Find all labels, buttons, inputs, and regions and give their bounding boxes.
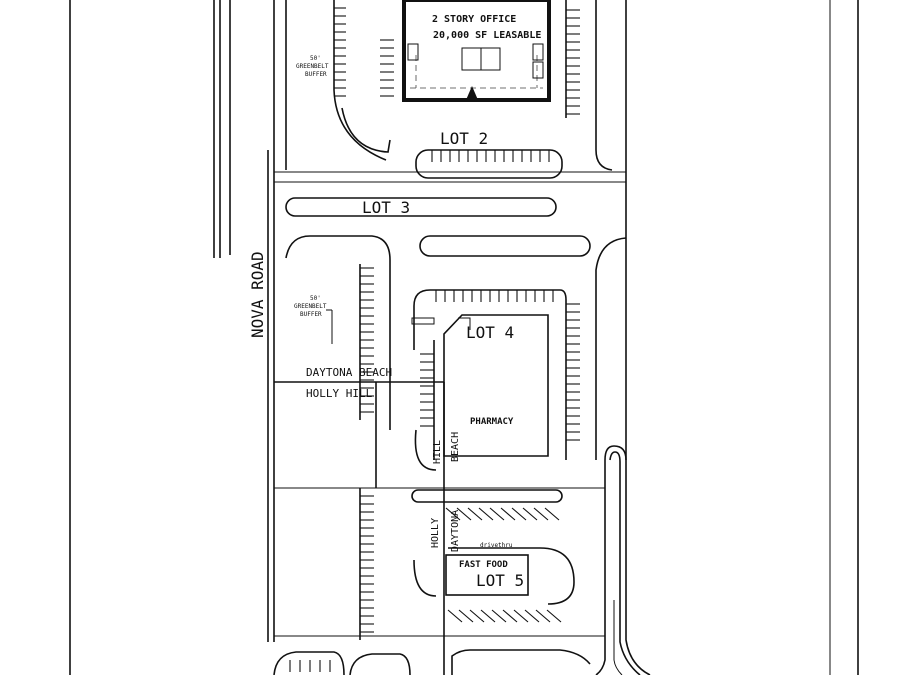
pharmacy-label: PHARMACY: [470, 417, 514, 427]
parking-stall-line: [491, 609, 507, 623]
parking-stall-line: [522, 507, 538, 521]
parking-stall-line: [489, 507, 505, 521]
lot2-parking: [333, 0, 613, 179]
parking-stall-line: [467, 507, 483, 521]
access-drive: [595, 445, 651, 675]
lot5-parking: [359, 488, 575, 640]
lot3-islands: [285, 197, 627, 460]
bottom-parking: [273, 649, 591, 675]
drivethru-label: drivethru: [480, 542, 513, 549]
buffer-top-line2: GREENBELT: [296, 63, 329, 70]
parking-stall-line: [447, 609, 463, 623]
drawing-frame: [69, 0, 859, 675]
buffer-label-top: 50' GREENBELT BUFFER: [296, 55, 329, 78]
buffer-leaders: [326, 309, 333, 344]
buffer-top-line1: 50': [310, 55, 321, 62]
parking-stall-line: [456, 507, 472, 521]
parking-stall-line: [533, 507, 549, 521]
parking-stall-line: [500, 507, 516, 521]
parking-stall-line: [524, 609, 540, 623]
buffer-mid-line1: 50': [310, 295, 321, 302]
parking-stall-line: [478, 507, 494, 521]
nova-road: [213, 0, 275, 642]
hill-vertical-label: HILL: [432, 440, 443, 464]
buffer-top-line3: BUFFER: [305, 71, 327, 78]
nova-road-label: NOVA ROAD: [248, 251, 267, 338]
parking-stall-line: [511, 507, 527, 521]
parking-stall-line: [469, 609, 485, 623]
property-boundary: [274, 0, 627, 637]
lot4-parking: [359, 264, 580, 471]
parking-stall-line: [535, 609, 551, 623]
daytona-vertical-label: DAYTONA: [450, 510, 461, 552]
fast-food-label: FAST FOOD: [459, 560, 508, 570]
parking-stall-line: [480, 609, 496, 623]
beach-vertical-label: BEACH: [450, 432, 461, 462]
parking-stall-line: [513, 609, 529, 623]
pharmacy-building: [443, 314, 549, 457]
parking-stall-line: [502, 609, 518, 623]
office-building: [402, 0, 551, 102]
buffer-mid-line2: GREENBELT: [294, 303, 327, 310]
parking-stall-line: [546, 609, 562, 623]
parking-stall-line: [458, 609, 474, 623]
city-limit-line: [274, 381, 445, 675]
buffer-mid-line3: BUFFER: [300, 311, 322, 318]
lot3-label: LOT 3: [362, 198, 410, 217]
office-label-line1: 2 STORY OFFICE: [432, 14, 516, 25]
lot5-label: LOT 5: [476, 571, 524, 590]
office-label-line2: 20,000 SF LEASABLE: [433, 30, 541, 41]
buffer-label-middle: 50' GREENBELT BUFFER: [294, 295, 327, 318]
daytona-beach-label: DAYTONA BEACH: [306, 366, 392, 379]
holly-hill-label: HOLLY HILL: [306, 387, 373, 400]
parking-stall-line: [445, 507, 461, 521]
lot2-label: LOT 2: [440, 129, 488, 148]
holly-vertical-label: HOLLY: [430, 518, 441, 548]
lot4-label: LOT 4: [466, 323, 514, 342]
parking-stall-line: [544, 507, 560, 521]
